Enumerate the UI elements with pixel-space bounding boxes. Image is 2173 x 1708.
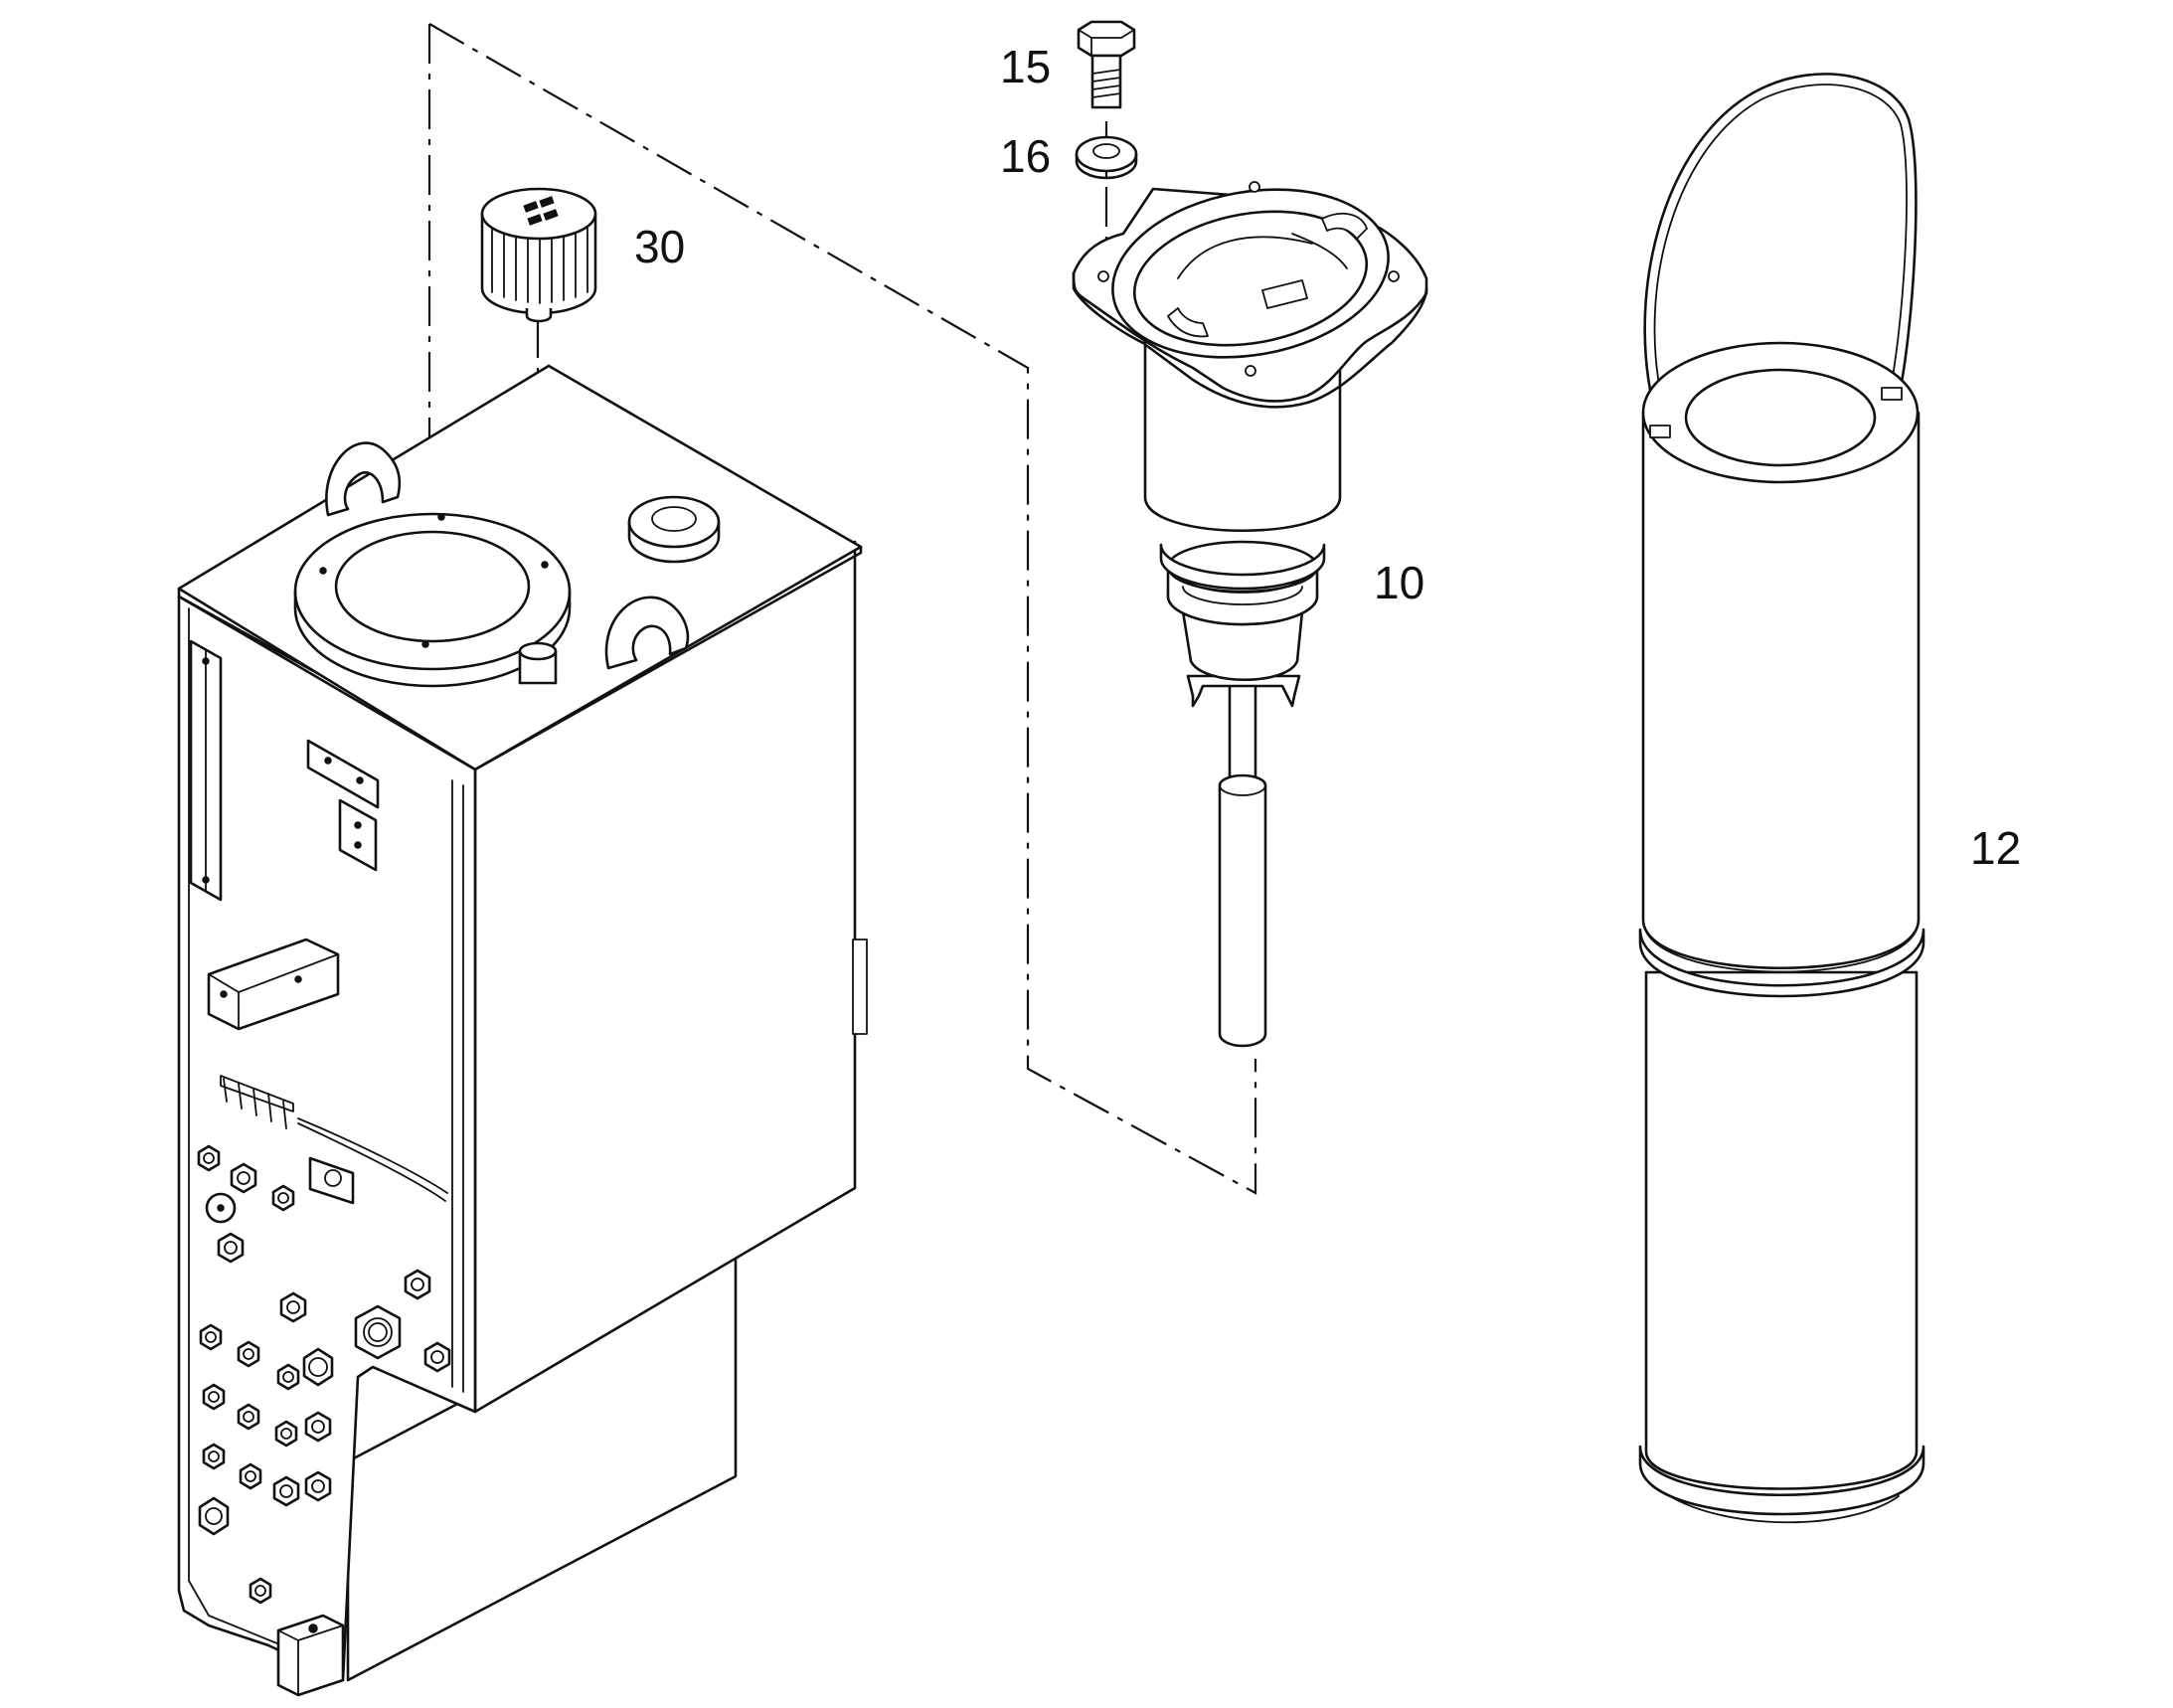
lifting-eye-left	[325, 441, 402, 517]
hydraulic-tank	[177, 364, 868, 1697]
tank-top-port	[627, 495, 721, 564]
filter-element	[1638, 73, 1925, 1524]
fitting-plate	[308, 1156, 355, 1205]
bottom-block	[276, 1614, 345, 1697]
callout-30-cap: 30	[634, 221, 686, 272]
callout-15-bolt: 15	[1000, 41, 1052, 92]
callout-16-washer: 16	[1000, 130, 1052, 182]
fittings	[197, 1144, 451, 1605]
mounting-plates	[207, 739, 380, 1031]
tank-spigot	[518, 641, 558, 685]
callout-10-filler-assembly: 10	[1374, 557, 1425, 608]
lifting-eye-right	[604, 596, 690, 670]
breather-cap	[480, 187, 597, 323]
filler-assembly	[1072, 181, 1428, 1048]
callout-12-filter-element: 12	[1970, 822, 2022, 874]
comb-bracket	[220, 1075, 448, 1202]
washer	[1075, 135, 1138, 180]
front-bracket	[189, 639, 223, 902]
tank-filler-ring	[293, 512, 572, 688]
bolt	[1077, 20, 1136, 109]
